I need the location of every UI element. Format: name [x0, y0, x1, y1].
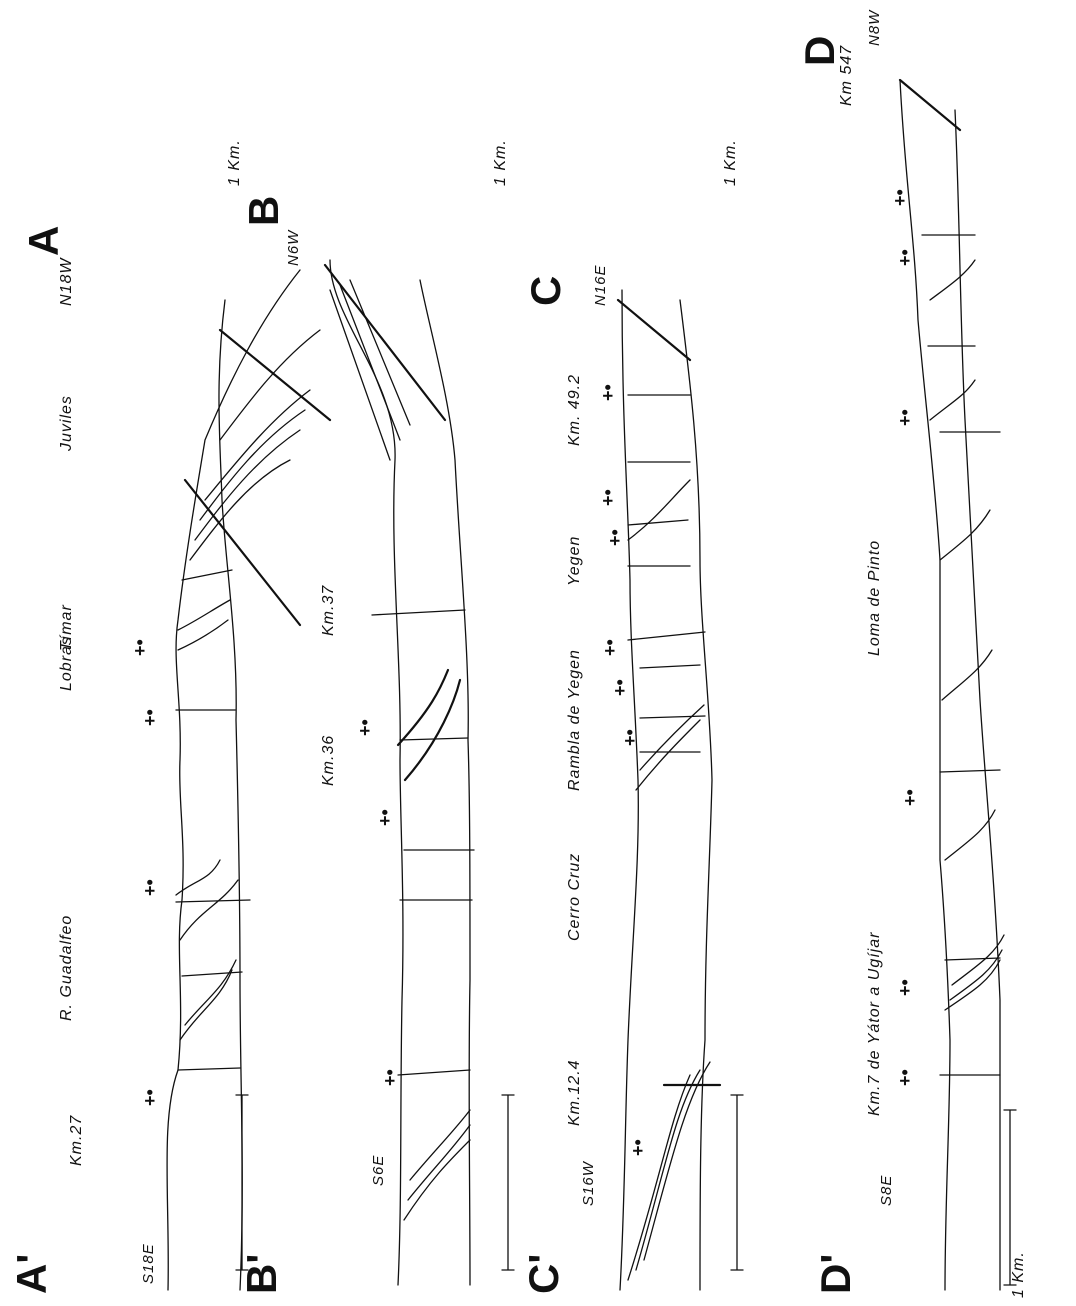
section-d-end-orientation: N8W: [866, 10, 883, 46]
section-a-place-5: Juviles: [58, 395, 76, 451]
section-d-start-orientation: S8E: [878, 1175, 895, 1206]
section-a-start-letter: A': [8, 1254, 56, 1294]
section-c-end-letter: C: [522, 276, 570, 306]
section-b-start-orientation: S6E: [370, 1155, 387, 1186]
section-d-place-2: Loma de Pinto: [866, 540, 884, 656]
section-c-scale: 1 Km.: [722, 139, 740, 186]
station-symbol: +•: [355, 719, 376, 736]
station-symbol: +•: [130, 639, 151, 656]
station-symbol: +•: [895, 979, 916, 996]
section-b-start-letter: B': [238, 1254, 286, 1294]
section-c-start-orientation: S16W: [580, 1161, 597, 1206]
section-d-start-letter: D': [812, 1254, 860, 1294]
station-symbol: +•: [895, 1069, 916, 1086]
station-symbol: +•: [380, 1069, 401, 1086]
station-symbol: +•: [140, 879, 161, 896]
station-symbol: +•: [140, 709, 161, 726]
section-d-end-letter: D: [796, 36, 844, 66]
station-symbol: +•: [140, 1089, 161, 1106]
section-a-end-letter: A: [20, 226, 68, 256]
section-a-place-2: R. Guadalfeo: [58, 915, 76, 1021]
section-b-place-1: Km.36: [320, 735, 338, 786]
section-c-place-5: Km. 49.2: [566, 374, 584, 446]
station-symbol: +•: [900, 789, 921, 806]
section-a-end-orientation: N18W: [58, 258, 76, 306]
section-c-place-3: Rambla de Yegen: [566, 649, 584, 791]
station-symbol: +•: [620, 729, 641, 746]
section-c-end-orientation: N16E: [592, 264, 609, 306]
section-b-scale: 1 Km.: [492, 139, 510, 186]
section-c-start-letter: C': [520, 1254, 568, 1294]
section-c-place-1: Km.12.4: [566, 1059, 584, 1126]
section-b-end-orientation: N6W: [285, 230, 302, 266]
station-symbol: +•: [895, 409, 916, 426]
station-symbol: +•: [628, 1139, 649, 1156]
station-symbol: +•: [375, 809, 396, 826]
section-b-end-letter: B: [240, 196, 288, 226]
section-d-place-1: Km.7 de Yátor a Ugíjar: [866, 932, 884, 1116]
station-symbol: +•: [895, 249, 916, 266]
station-symbol: +•: [598, 489, 619, 506]
station-symbol: +•: [600, 639, 621, 656]
section-a-start-orientation: S18E: [140, 1243, 157, 1284]
section-a-place-1: Km.27: [68, 1115, 86, 1166]
section-c-place-4: Yegen: [566, 536, 584, 586]
section-a-place-4: Tímar: [58, 604, 76, 651]
station-symbol: +•: [598, 384, 619, 401]
station-symbol: +•: [605, 529, 626, 546]
station-symbol: +•: [890, 189, 911, 206]
section-c-place-2: Cerro Cruz: [566, 853, 584, 941]
section-b-place-2: Km.37: [320, 585, 338, 636]
section-d-scale: 1 Km.: [1010, 1251, 1028, 1298]
station-symbol: +•: [610, 679, 631, 696]
section-a-scale: 1 Km.: [226, 139, 244, 186]
